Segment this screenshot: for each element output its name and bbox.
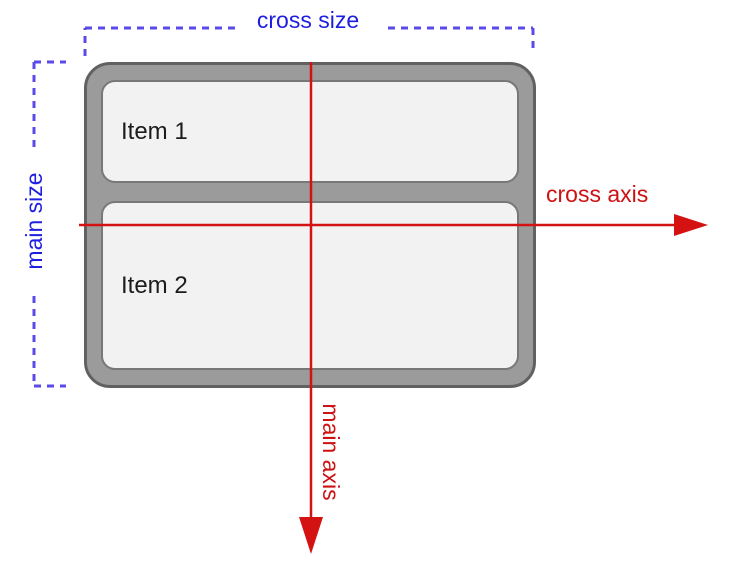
main-axis-arrowhead-icon [299,517,323,554]
flex-item-2-label: Item 2 [121,271,188,299]
cross-size-label: cross size [256,7,360,33]
flex-item-1: Item 1 [101,80,519,183]
cross-axis-label: cross axis [546,181,649,207]
flex-item-1-label: Item 1 [121,117,188,145]
main-size-label: main size [20,172,47,270]
flex-container-box: Item 1 Item 2 [84,62,536,388]
flex-item-2: Item 2 [101,201,519,370]
main-axis-label: main axis [318,403,345,501]
cross-axis-arrowhead-icon [674,214,708,236]
